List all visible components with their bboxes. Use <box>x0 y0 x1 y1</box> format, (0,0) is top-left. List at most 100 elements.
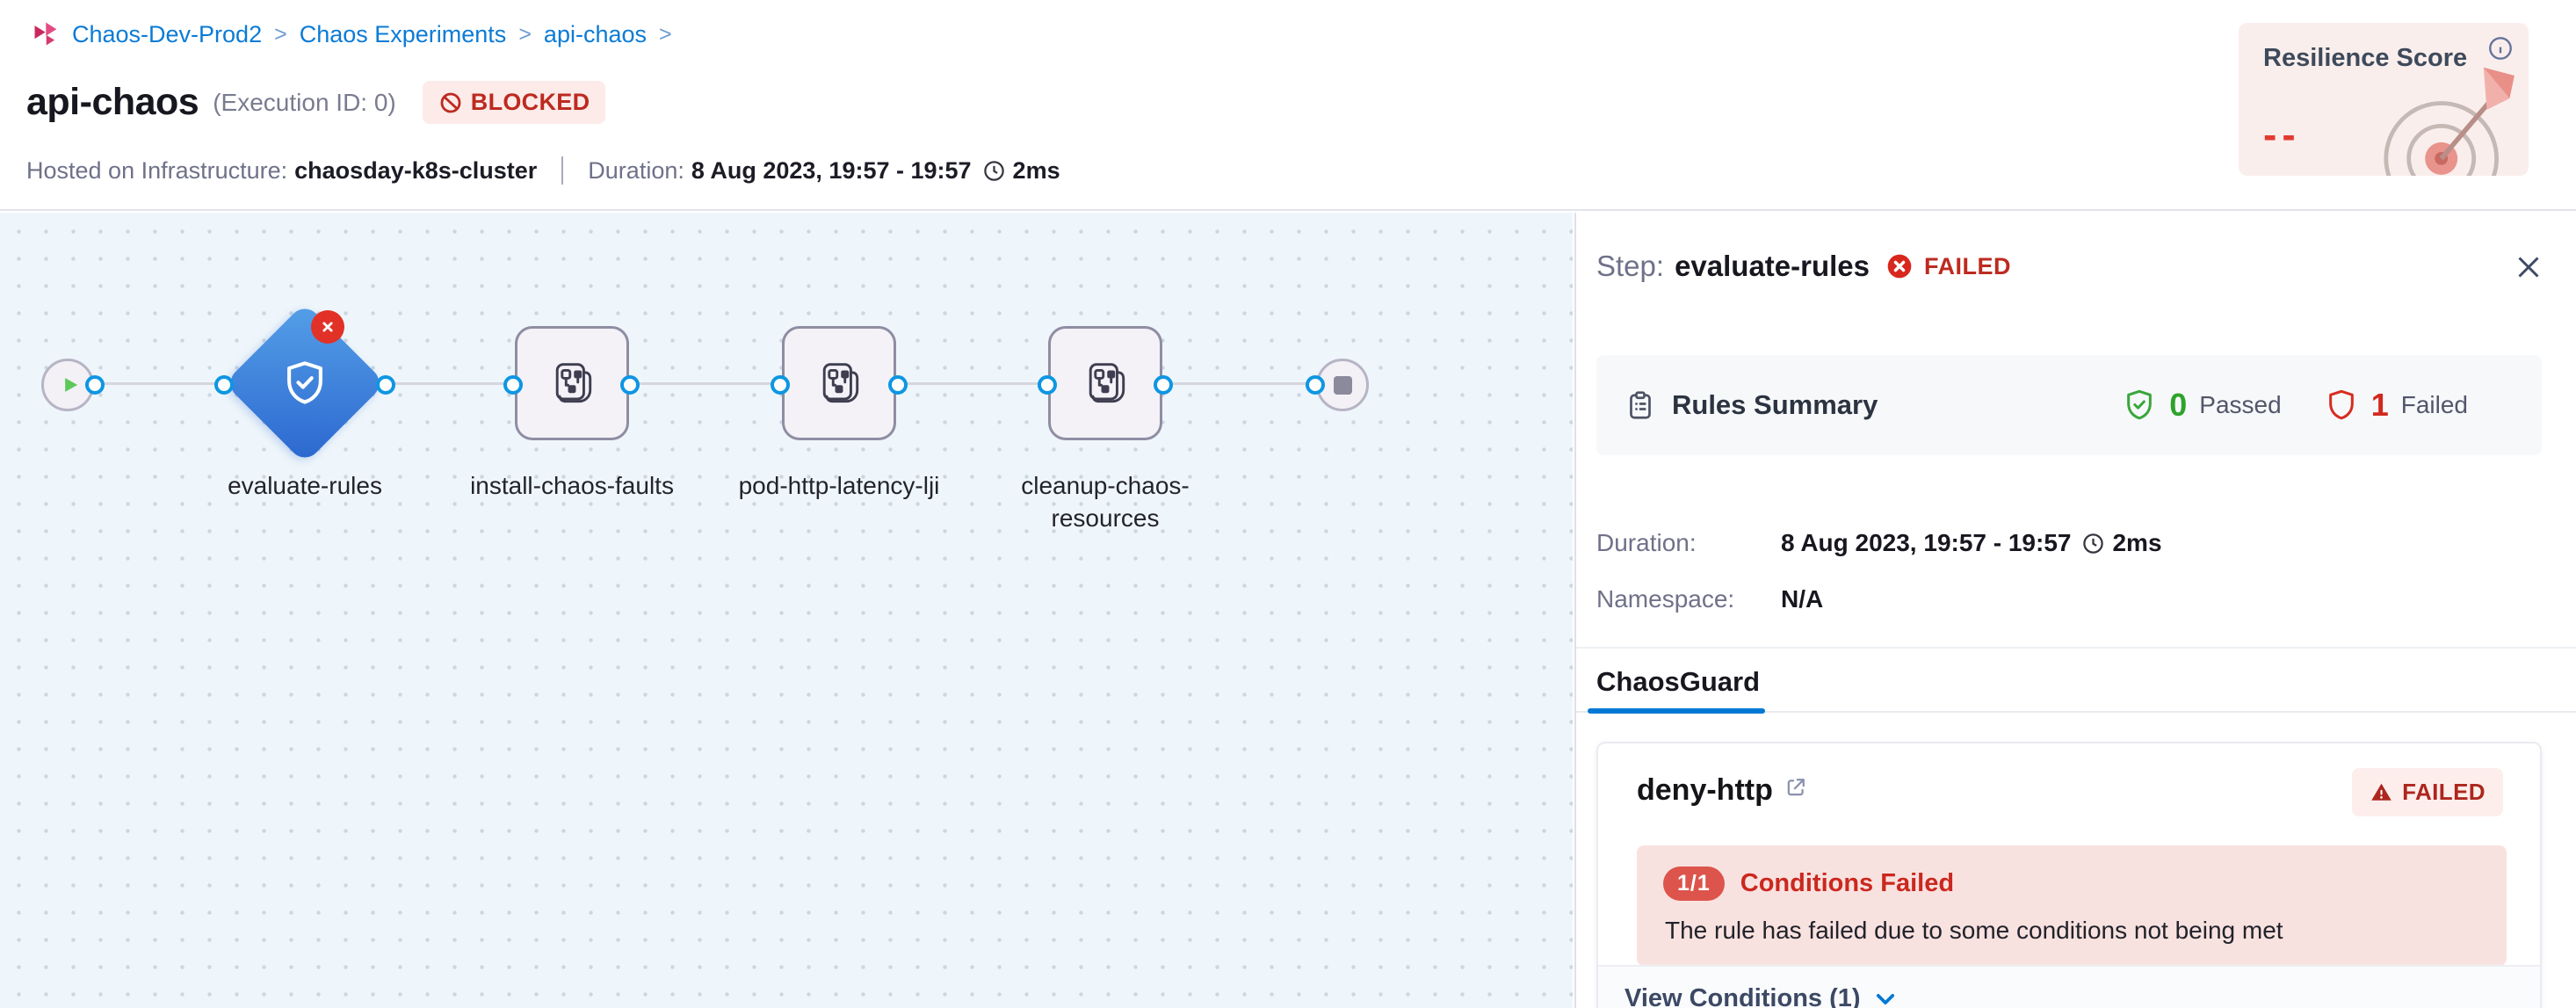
breadcrumb-separator: > <box>274 21 287 47</box>
failed-badge-icon <box>311 310 344 344</box>
external-link-icon[interactable] <box>1784 775 1808 800</box>
rule-status-label: FAILED <box>2402 779 2486 805</box>
conditions-failed-alert: 1/1 Conditions Failed The rule has faile… <box>1637 845 2507 966</box>
tab-chaosguard[interactable]: ChaosGuard <box>1596 666 1761 697</box>
step-label: Step: <box>1596 250 1665 282</box>
fault-icon <box>1081 359 1130 408</box>
pipeline-edge <box>95 382 224 385</box>
tab-active-indicator <box>1588 708 1765 714</box>
blocked-icon <box>438 91 463 115</box>
connector-dot <box>1154 375 1173 395</box>
node-pod-http-latency[interactable] <box>782 326 896 440</box>
duration-elapsed: 2ms <box>2112 529 2162 556</box>
passed-count: 0 <box>2169 387 2188 423</box>
rules-counts: 0 Passed 1 Failed <box>2122 387 2468 424</box>
namespace-row: Namespace: N/A <box>1596 585 1823 613</box>
connector-dot <box>214 375 234 395</box>
step-header: Step: evaluate-rules FAILED <box>1596 250 2011 283</box>
namespace-value: N/A <box>1781 585 1824 613</box>
connector-dot <box>376 375 395 395</box>
step-details-panel: Step: evaluate-rules FAILED Rules Summar… <box>1574 213 2576 1008</box>
resilience-score-card: Resilience Score -- <box>2239 23 2529 176</box>
connector-dot <box>1306 375 1325 395</box>
view-conditions-toggle[interactable]: View Conditions (1) <box>1624 984 2514 1008</box>
node-label: install-chaos-faults <box>470 472 674 499</box>
step-name: evaluate-rules <box>1675 250 1870 282</box>
failed-circle-icon <box>1885 252 1914 280</box>
fault-icon <box>547 359 597 408</box>
shield-failed-icon <box>2324 388 2359 423</box>
fault-icon <box>814 359 864 408</box>
rule-status-badge: FAILED <box>2352 768 2503 816</box>
node-label: pod-http-latency-lji <box>738 472 940 499</box>
conditions-ratio-pill: 1/1 <box>1663 867 1725 901</box>
conditions-failed-title: Conditions Failed <box>1740 869 1955 897</box>
node-cleanup-chaos-resources[interactable] <box>1048 326 1162 440</box>
view-conditions-label: View Conditions (1) <box>1624 984 1861 1008</box>
conditions-failed-message: The rule has failed due to some conditio… <box>1665 917 2283 944</box>
divider <box>561 156 564 185</box>
connector-dot <box>620 375 640 395</box>
pipeline-edge <box>898 382 1047 385</box>
breadcrumb-page[interactable]: api-chaos <box>543 20 647 47</box>
chaos-logo-icon <box>32 19 62 49</box>
title-row: api-chaos (Execution ID: 0) BLOCKED <box>26 81 606 124</box>
breadcrumb-project[interactable]: Chaos-Dev-Prod2 <box>72 20 263 47</box>
clock-icon <box>982 159 1006 183</box>
shield-check-icon <box>279 358 330 409</box>
connector-dot <box>503 375 523 395</box>
breadcrumb-separator: > <box>518 21 532 47</box>
close-icon[interactable] <box>2513 251 2544 283</box>
divider <box>1576 647 2576 649</box>
rule-name-row: deny-http <box>1637 773 1808 808</box>
pipeline-canvas[interactable]: evaluate-rules install-chaos-faults pod-… <box>0 213 1573 1008</box>
status-badge: BLOCKED <box>422 81 606 124</box>
warning-icon <box>2370 780 2393 804</box>
shield-passed-icon <box>2122 388 2157 423</box>
rules-summary-card: Rules Summary 0 Passed 1 Failed <box>1596 355 2542 455</box>
connector-dot <box>888 375 908 395</box>
resilience-score-value: -- <box>2263 112 2301 157</box>
clock-icon <box>2081 532 2105 555</box>
failed-label: Failed <box>2400 391 2468 418</box>
clipboard-icon <box>1624 389 1656 421</box>
duration-label: Duration: <box>1596 529 1697 556</box>
pipeline-edge <box>1163 382 1315 385</box>
rule-name[interactable]: deny-http <box>1637 773 1773 807</box>
duration-value: 8 Aug 2023, 19:57 - 19:57 <box>1781 529 2072 556</box>
breadcrumb-separator: > <box>659 21 672 47</box>
rule-card-deny-http: deny-http FAILED 1/1 Conditions Failed <box>1596 742 2542 1008</box>
duration-row: Duration: 8 Aug 2023, 19:57 - 19:57 2ms <box>1596 529 2162 557</box>
page-title: api-chaos <box>26 81 199 123</box>
breadcrumb-section[interactable]: Chaos Experiments <box>299 20 507 47</box>
connector-dot <box>85 375 105 395</box>
chevron-down-icon <box>1873 987 1898 1008</box>
node-label: evaluate-rules <box>228 472 382 499</box>
resilience-score-title: Resilience Score <box>2263 44 2468 72</box>
connector-dot <box>771 375 790 395</box>
play-icon <box>58 373 83 397</box>
node-evaluate-rules[interactable] <box>224 302 386 464</box>
step-status: FAILED <box>1924 252 2012 279</box>
failed-count: 1 <box>2370 387 2389 423</box>
execution-id: (Execution ID: 0) <box>213 88 396 116</box>
breadcrumb: Chaos-Dev-Prod2 > Chaos Experiments > ap… <box>32 19 674 49</box>
rule-card-footer: View Conditions (1) <box>1598 965 2540 1008</box>
infra-label: Hosted on Infrastructure: <box>26 156 288 184</box>
info-icon[interactable] <box>2486 34 2514 67</box>
pipeline-edge <box>630 382 780 385</box>
node-label: cleanup-chaos-resources <box>1021 472 1190 532</box>
duration-value: 8 Aug 2023, 19:57 - 19:57 <box>691 156 972 184</box>
duration-label: Duration: <box>588 156 684 184</box>
status-badge-label: BLOCKED <box>470 89 590 115</box>
tab-baseline <box>1576 711 2576 713</box>
infra-value: chaosday-k8s-cluster <box>294 156 538 184</box>
execution-info-row: Hosted on Infrastructure: chaosday-k8s-c… <box>26 156 1060 185</box>
passed-label: Passed <box>2199 391 2282 418</box>
node-install-chaos-faults[interactable] <box>515 326 629 440</box>
target-dart-illustration <box>2373 54 2529 176</box>
connector-dot <box>1038 375 1057 395</box>
namespace-label: Namespace: <box>1596 585 1735 613</box>
duration-elapsed: 2ms <box>1012 156 1060 184</box>
